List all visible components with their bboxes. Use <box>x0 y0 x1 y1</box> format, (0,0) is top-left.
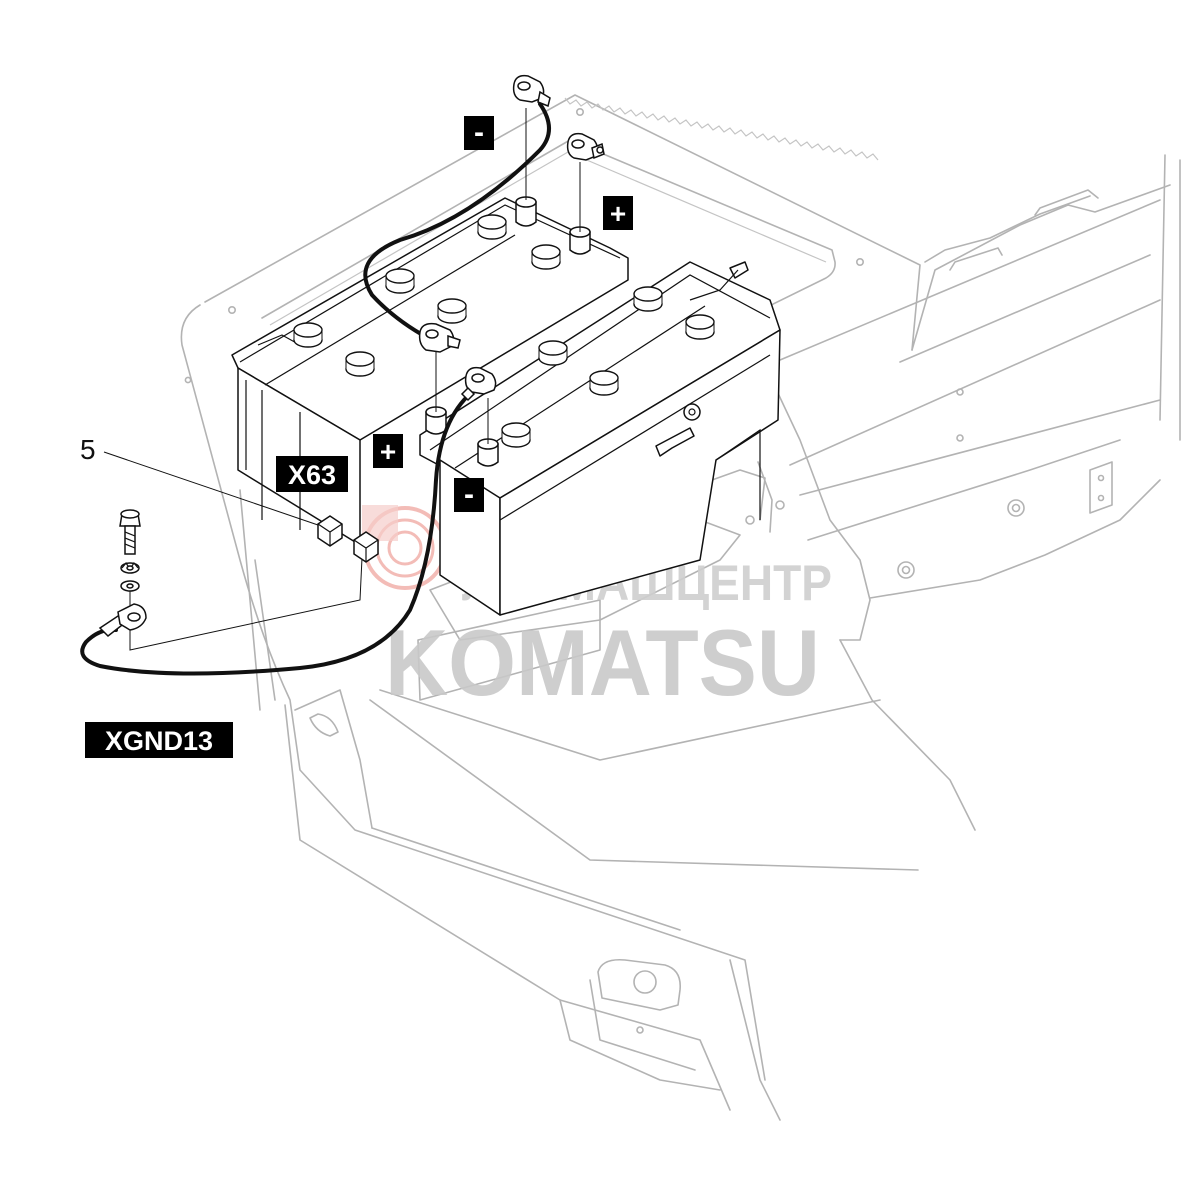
polarity-tag-left-positive: + <box>373 434 403 468</box>
item-number: 5 <box>80 434 96 465</box>
jumper-cable <box>363 102 551 340</box>
lock-washer-icon <box>120 561 140 574</box>
battery-handle-icon <box>655 427 695 457</box>
ground-cable <box>80 390 474 676</box>
flat-washer-icon <box>120 580 140 592</box>
label-xgnd13-text: XGND13 <box>105 726 213 756</box>
connector-mate-icon <box>353 531 379 563</box>
negative-symbol: - <box>474 116 484 149</box>
rear-battery-terminals <box>515 196 591 255</box>
cable-clamps <box>98 74 605 637</box>
jumper-clamp-icon <box>418 322 461 353</box>
ring-lug-icon <box>98 603 147 637</box>
connector-block-icon <box>317 515 343 547</box>
label-x63: X63 <box>276 456 348 492</box>
label-x63-text: X63 <box>288 460 336 490</box>
rear-battery-vent-caps <box>293 214 561 377</box>
ground-bolt-icon <box>119 509 141 555</box>
machine-frame <box>180 94 1181 1121</box>
front-battery-terminals <box>425 406 499 467</box>
ground-clamp-icon <box>460 366 497 402</box>
polarity-tag-front-negative: - <box>454 478 484 512</box>
watermark-line2: KOMATSU <box>385 610 820 715</box>
positive-symbol: + <box>380 436 396 467</box>
negative-symbol: - <box>464 478 474 511</box>
connector-x63 <box>317 515 379 563</box>
polarity-tag-top-positive: + <box>603 196 633 230</box>
positive-symbol: + <box>610 198 626 229</box>
item-5-leader <box>103 451 319 526</box>
front-battery <box>419 261 781 616</box>
label-xgnd13: XGND13 <box>85 722 233 758</box>
front-battery-vent-caps <box>501 286 715 448</box>
polarity-tag-top-negative: - <box>464 116 494 150</box>
positive-clamp-icon <box>566 132 605 161</box>
negative-clamp-icon <box>512 74 551 108</box>
